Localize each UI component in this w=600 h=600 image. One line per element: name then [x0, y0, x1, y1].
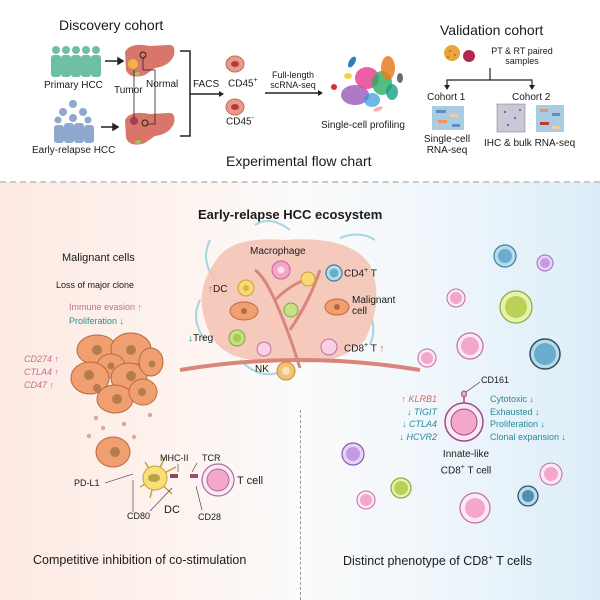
mhc-ii-receptor	[170, 474, 178, 478]
early-relapse-hcc-label: Early-relapse HCC	[32, 145, 116, 156]
cd8-gene-list: ↑ KLRB1 ↓ TIGIT ↓ CTLA4 ↓ HCVR2	[392, 393, 437, 443]
treg-cell-icon	[228, 329, 246, 347]
cohort1-label: Cohort 1	[427, 92, 466, 103]
malignant-cells-title: Malignant cells	[62, 252, 135, 264]
gene-item: ↓ HCVR2	[399, 431, 437, 442]
section-divider	[0, 181, 600, 183]
gene-item: CD274 ↑	[24, 354, 60, 364]
mhc-ii-label: MHC-II	[160, 453, 189, 463]
feature-item: Cytotoxic ↓	[490, 394, 535, 404]
cd80-label: CD80	[127, 511, 151, 521]
cd8-t-cell-icon	[320, 338, 338, 356]
nk-cell-icon	[276, 361, 296, 381]
facs-label: FACS	[193, 79, 220, 90]
gene-item: ↓ CTLA4	[401, 419, 437, 429]
dc-cell-icon	[139, 456, 177, 499]
dc-cell-icon	[237, 279, 255, 297]
t-cell-label: T cell	[237, 475, 264, 487]
gene-item: CTLA4 ↑	[24, 367, 60, 377]
validation-tree	[446, 68, 533, 85]
primary-people-icon	[51, 46, 101, 77]
ecosystem-title: Early-relapse HCC ecosystem	[198, 207, 383, 222]
cd4-t-label: CD4+ T	[344, 267, 377, 280]
feature-item: Exhausted ↓	[490, 406, 540, 417]
malignant-cell-icon	[229, 301, 259, 321]
tsne-plot-icon	[331, 56, 403, 112]
treg-label: ↓Treg	[188, 333, 214, 344]
co-stimulation-caption: Competitive inhibition of co-stimulation	[33, 553, 247, 567]
experimental-flow-caption: Experimental flow chart	[226, 153, 372, 169]
cd8-phenotype-caption: Distinct phenotype of CD8+ T cells	[343, 553, 533, 569]
gene-item: CD47 ↑	[24, 380, 55, 390]
proliferation-label: Proliferation ↓	[69, 316, 125, 326]
feature-item: Proliferation ↓	[490, 419, 546, 429]
cd4-t-cell-icon	[325, 264, 343, 282]
dc-label: ↑DC	[208, 284, 228, 295]
liver-icon	[125, 112, 175, 145]
normal-label: Normal	[146, 79, 179, 90]
cd28-label: CD28	[198, 512, 222, 522]
cd8-t-cell-icon	[256, 341, 272, 357]
loss-of-clone-label: Loss of major clone	[56, 280, 135, 290]
nk-label: NK	[255, 364, 269, 375]
pd-l1-label: PD-L1	[74, 478, 100, 488]
primary-hcc-label: Primary HCC	[44, 80, 103, 91]
discovery-cohort-title: Discovery cohort	[59, 17, 164, 33]
malignant-cell-icon	[324, 298, 350, 316]
gene-item: ↓ TIGIT	[407, 406, 437, 417]
cd161-label: CD161	[481, 375, 510, 385]
rt-sample-icon	[463, 50, 475, 62]
lymphocyte-icons	[341, 244, 563, 524]
dc-label: DC	[164, 504, 180, 516]
sample-connectors	[133, 58, 156, 125]
cohort2-method-label: IHC & bulk RNA-seq	[484, 138, 576, 149]
liver-icon	[125, 44, 175, 77]
experimental-flow-panel	[0, 0, 600, 182]
cd45-negative-label: CD45-	[226, 115, 254, 128]
dc-cell-icon	[300, 271, 316, 287]
innate-like-cd8-label: Innate-like CD8+ T cell	[440, 449, 492, 477]
flow-arrows	[101, 56, 125, 132]
malignant-gene-list: CD274 ↑ CTLA4 ↑ CD47 ↑	[24, 353, 59, 392]
ihc-image-icon	[496, 103, 526, 133]
relapse-people-icon	[54, 100, 94, 143]
malignant-cluster-icon	[70, 332, 164, 414]
pt-sample-icon	[444, 45, 460, 61]
innate-like-cd8-t-cell-icon	[444, 381, 484, 442]
t-cell-icon	[283, 302, 299, 318]
single-cell-profiling-label: Single-cell profiling	[321, 120, 405, 131]
tcr-label: TCR	[202, 453, 221, 463]
label-leaders	[104, 462, 203, 512]
tumor-label: Tumor	[114, 85, 143, 96]
cd45-negative-cell-icon	[225, 98, 245, 116]
exosome-dots	[86, 412, 153, 440]
gene-item: ↑ KLRB1	[401, 394, 437, 404]
bottom-divider	[300, 410, 301, 600]
cohort2-heatmap-icon	[536, 105, 564, 132]
feature-item: Clonal expansion ↓	[490, 431, 567, 442]
validation-cohort-title: Validation cohort	[440, 22, 544, 38]
cd8-t-label: CD8+ T ↑	[344, 342, 385, 355]
facs-bracket	[180, 50, 220, 137]
macrophage-cell-icon	[271, 260, 291, 280]
macrophage-label: Macrophage	[250, 246, 306, 257]
cd45-positive-label: CD45+	[228, 77, 258, 90]
t-cell-icon	[201, 463, 235, 497]
cohort1-heatmap-icon	[432, 106, 464, 130]
malignant-cell-icon	[95, 436, 131, 468]
cohort2-label: Cohort 2	[512, 92, 551, 103]
cd45-positive-cell-icon	[225, 55, 245, 73]
immune-evasion-label: Immune evasion ↑	[69, 302, 143, 312]
tcr-receptor	[190, 474, 198, 478]
cd8-feature-list: Cytotoxic ↓ Exhausted ↓ Proliferation ↓ …	[490, 393, 566, 443]
